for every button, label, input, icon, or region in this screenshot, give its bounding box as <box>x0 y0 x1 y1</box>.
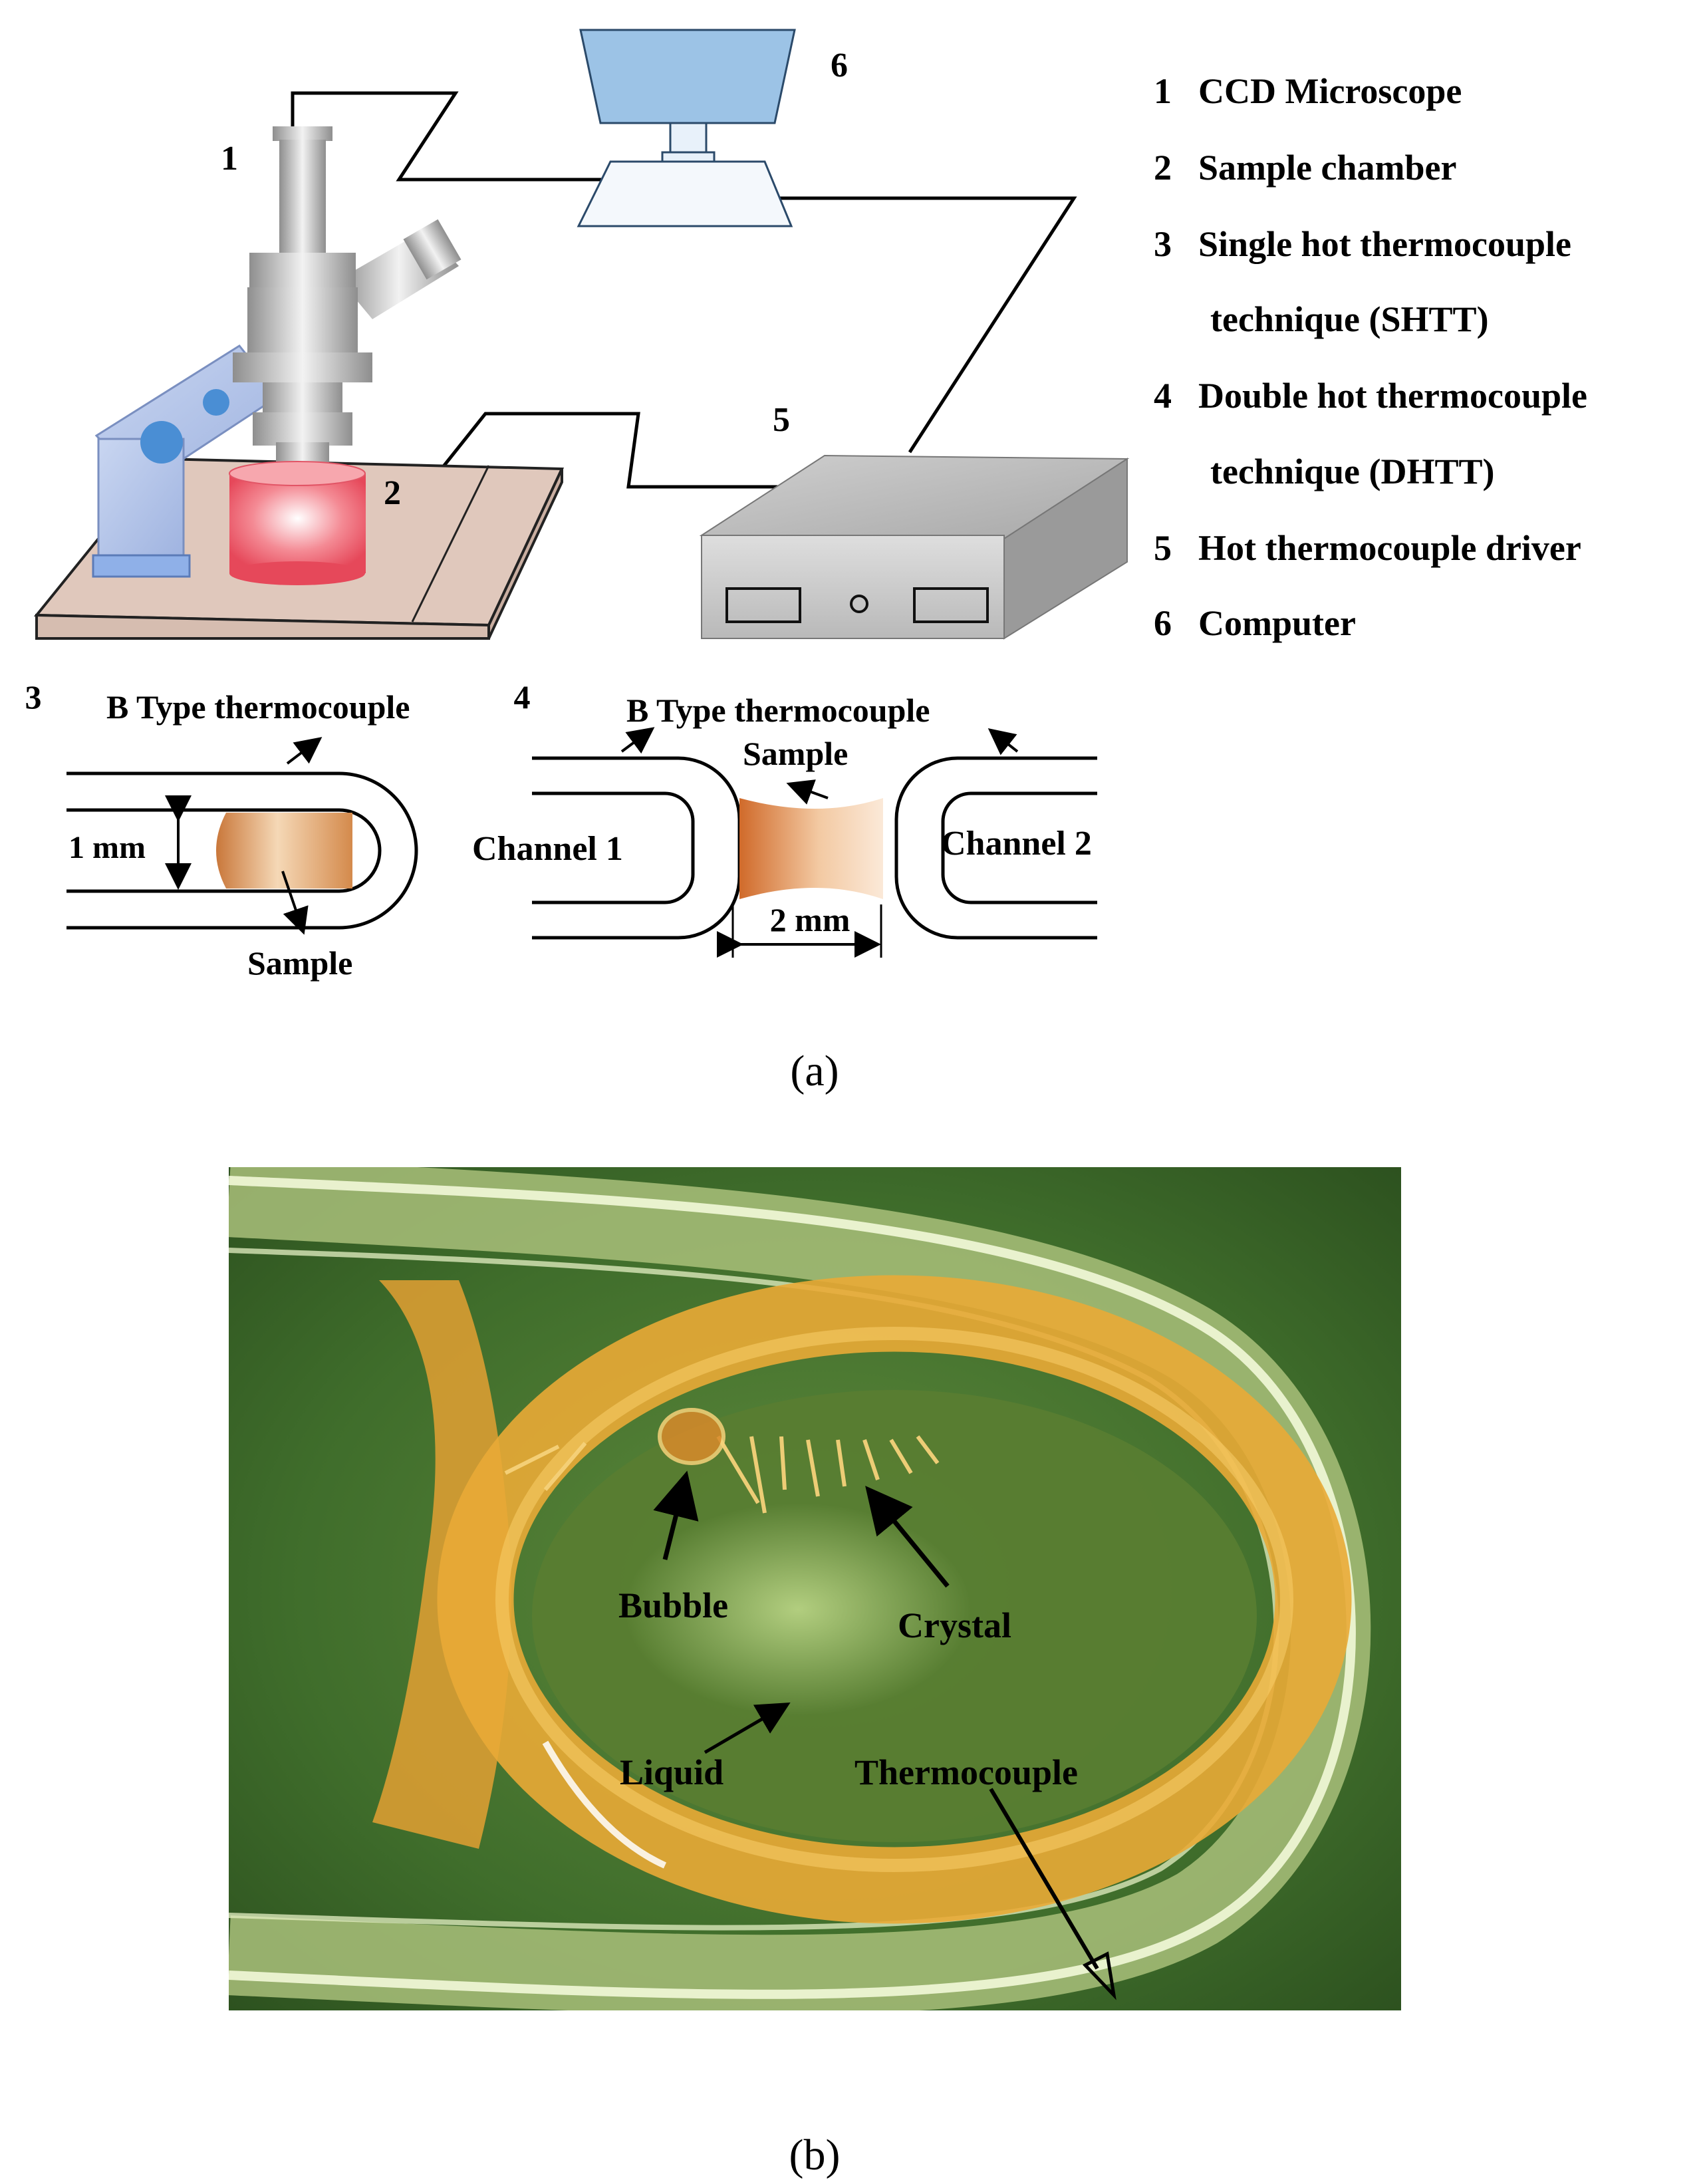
component-number-5: 5 <box>773 401 790 439</box>
legend-text: technique (SHTT) <box>1210 299 1489 339</box>
wire-computer-driver <box>778 196 1077 454</box>
dhtt-dimension-label: 2 mm <box>770 901 851 938</box>
dhtt-diagram <box>532 727 1097 958</box>
legend-num: 2 <box>1154 148 1172 188</box>
dhtt-number: 4 <box>514 678 531 716</box>
dhtt-sample-label: Sample <box>743 735 848 772</box>
driver-knob <box>850 595 868 613</box>
legend-num: 6 <box>1154 603 1172 643</box>
legend-text: CCD Microscope <box>1198 71 1462 111</box>
photo-label-liquid: Liquid <box>620 1752 723 1792</box>
legend-text: Sample chamber <box>1198 148 1456 188</box>
legend-num: 3 <box>1154 224 1172 264</box>
legend: 1 CCD Microscope 2 Sample chamber 3 Sing… <box>1154 71 1587 643</box>
shtt-sample-label: Sample <box>247 944 352 982</box>
wire-microscope-computer <box>291 91 602 182</box>
shtt-number: 3 <box>25 678 42 716</box>
legend-text: Hot thermocouple driver <box>1198 528 1581 568</box>
shtt-thermocouple-label: B Type thermocouple <box>106 688 410 726</box>
dhtt-sample <box>739 798 883 899</box>
legend-text: Single hot thermocouple <box>1198 224 1571 264</box>
shtt-sample <box>216 813 352 888</box>
micrograph-photo <box>229 1167 1401 2010</box>
legend-num: 5 <box>1154 528 1172 568</box>
caption-a: (a) <box>790 1047 839 1095</box>
caption-b: (b) <box>789 2131 841 2179</box>
legend-num: 1 <box>1154 71 1172 111</box>
sample-chamber-icon <box>229 461 366 585</box>
shtt-diagram <box>66 737 418 935</box>
dhtt-channel2-label: Channel 2 <box>941 825 1092 863</box>
microscope-arm-icon <box>92 344 281 578</box>
legend-text: Computer <box>1198 603 1356 643</box>
dhtt-channel1-label: Channel 1 <box>472 830 623 868</box>
driver-display-left <box>725 587 801 623</box>
computer-icon <box>577 29 796 227</box>
legend-num: 4 <box>1154 376 1172 416</box>
thermocouple-driver-icon <box>699 454 1130 640</box>
legend-text: technique (DHTT) <box>1210 452 1495 491</box>
driver-display-right <box>913 587 989 623</box>
photo-label-crystal: Crystal <box>898 1605 1011 1645</box>
shtt-dimension-label: 1 mm <box>68 830 146 865</box>
component-number-2: 2 <box>384 474 401 512</box>
photo-annotations <box>653 1470 1116 2000</box>
photo-label-thermocouple: Thermocouple <box>854 1752 1078 1792</box>
photo-label-bubble: Bubble <box>618 1585 728 1625</box>
dhtt-thermocouple-label: B Type thermocouple <box>626 692 930 729</box>
component-number-1: 1 <box>221 140 238 178</box>
microscope-icon <box>233 126 461 462</box>
legend-text: Double hot thermocouple <box>1198 376 1587 416</box>
component-number-6: 6 <box>831 47 848 84</box>
